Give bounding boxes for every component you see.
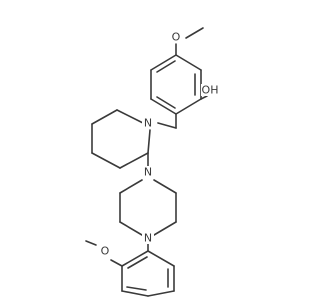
atom-background-oh xyxy=(201,84,219,96)
bond-piperidine-6 xyxy=(147,129,151,154)
bond-phenol-inner-3 xyxy=(156,60,176,73)
bond-aryl-4 xyxy=(147,290,175,297)
bond-piperidine-4 xyxy=(91,152,121,169)
atom-label-n-piperazine-top: N xyxy=(144,166,152,179)
bond-hydroxyl xyxy=(200,95,208,100)
atom-label-o-methoxy-bottom: O xyxy=(101,245,110,258)
bond-piperazine-1 xyxy=(119,179,143,194)
bond-aryl-6 xyxy=(147,250,175,267)
molecule-structure: O OH N N N O xyxy=(85,27,219,297)
bond-piperazine-6 xyxy=(153,179,177,194)
bond-phenol-1 xyxy=(175,54,202,71)
atom-label-n-piperidine: N xyxy=(144,117,152,130)
bond-aryl-inner-1 xyxy=(127,256,148,269)
bond-piperidine-1 xyxy=(116,109,144,124)
bond-ch2-n xyxy=(157,122,177,129)
atom-background-n-piperidine xyxy=(142,117,154,129)
bond-phenol-3 xyxy=(175,98,202,115)
atom-background-n-piperazine-top xyxy=(142,166,154,178)
structure-canvas: O OH N N N O xyxy=(85,27,219,297)
bond-methyl-o-top xyxy=(185,27,204,39)
bond-aryl-3 xyxy=(121,290,149,297)
bond-piperazine-4 xyxy=(153,221,177,236)
bond-aryl-inner-2 xyxy=(126,286,147,291)
bond-piperidine-5 xyxy=(119,152,149,169)
bond-phenol-4 xyxy=(150,98,177,115)
bond-phenol-inner-2 xyxy=(156,96,176,109)
atom-label-n-piperazine-bottom: N xyxy=(144,232,152,245)
bond-piperidine-2 xyxy=(91,109,118,125)
bond-aryl-1 xyxy=(121,250,149,267)
atom-background-o-top xyxy=(170,31,182,43)
atom-label-o-methoxy-top: O xyxy=(172,31,181,44)
atom-background-n-piperazine-bottom xyxy=(142,232,154,244)
bond-piperazine-3 xyxy=(119,221,143,236)
atom-background-o-bottom xyxy=(99,245,111,257)
atom-label-hydroxyl: OH xyxy=(202,84,219,97)
bond-aryl-o xyxy=(110,259,123,267)
bond-phenol-6 xyxy=(150,54,177,71)
bond-o-methyl-bottom xyxy=(85,240,97,246)
